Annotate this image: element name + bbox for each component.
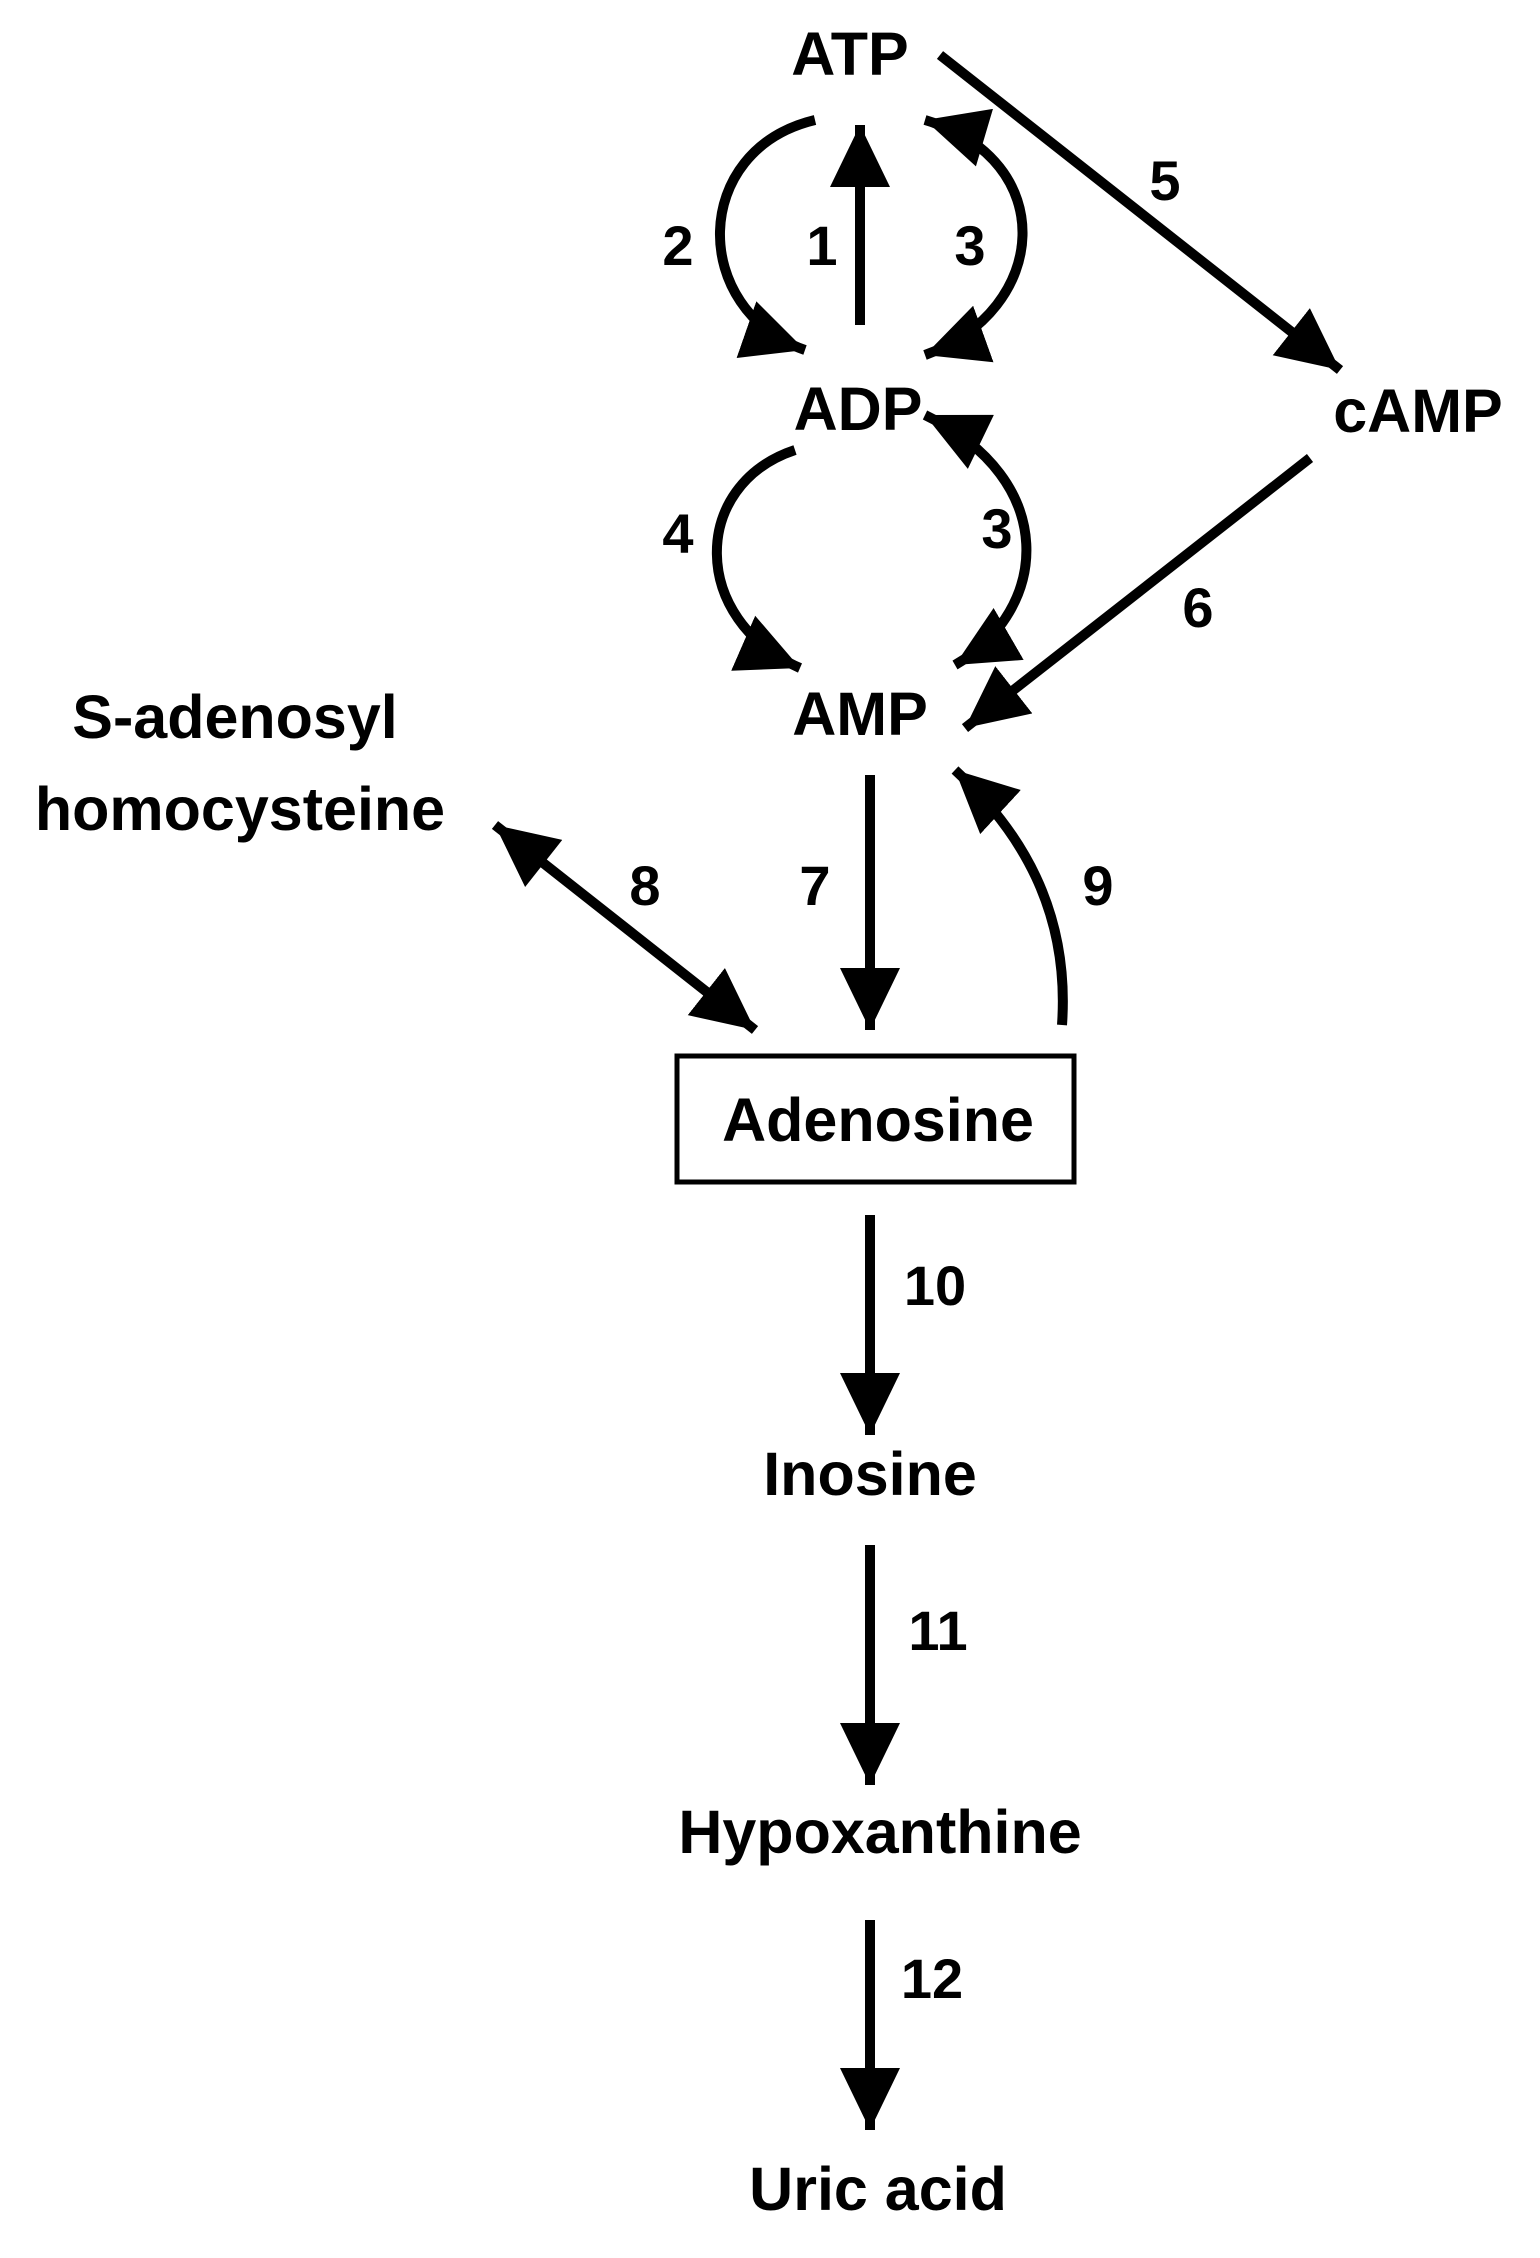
node-sah-line1: S-adenosyl <box>72 683 397 751</box>
node-adenosine: Adenosine <box>722 1086 1034 1154</box>
arrow-8-sah-adenosine <box>491 821 759 1034</box>
node-adp: ADP <box>794 375 923 443</box>
arrow-4-adp-to-amp <box>711 445 803 673</box>
step-label-2: 2 <box>662 214 693 277</box>
arrow-5-atp-to-camp <box>936 51 1344 374</box>
step-label-3-upper: 3 <box>954 214 985 277</box>
step-label-10: 10 <box>904 1254 966 1317</box>
step-label-3-lower: 3 <box>981 497 1012 560</box>
step-label-5: 5 <box>1149 149 1180 212</box>
adenosine-box <box>674 1053 1077 1185</box>
step-label-4: 4 <box>662 502 693 565</box>
step-label-12: 12 <box>901 1947 963 2010</box>
arrow-6-camp-to-amp <box>961 454 1314 732</box>
arrow-2-atp-to-adp <box>715 115 817 358</box>
arrow-3-adp-amp <box>922 410 1032 670</box>
node-sah-line2: homocysteine <box>35 775 445 843</box>
step-label-1: 1 <box>806 214 837 277</box>
step-label-7: 7 <box>799 854 830 917</box>
node-camp: cAMP <box>1333 377 1502 445</box>
node-amp: AMP <box>792 680 928 748</box>
arrow-9-adenosine-to-amp <box>951 766 1068 1026</box>
node-hypoxanthine: Hypoxanthine <box>678 1798 1081 1866</box>
step-label-9: 9 <box>1082 854 1113 917</box>
step-label-8: 8 <box>629 854 660 917</box>
node-atp: ATP <box>791 20 908 88</box>
step-label-6: 6 <box>1182 576 1213 639</box>
step-label-11: 11 <box>908 1599 967 1662</box>
node-inosine: Inosine <box>763 1440 977 1508</box>
node-uric-acid: Uric acid <box>749 2155 1007 2223</box>
arrow-3-atp-adp <box>923 108 1028 363</box>
